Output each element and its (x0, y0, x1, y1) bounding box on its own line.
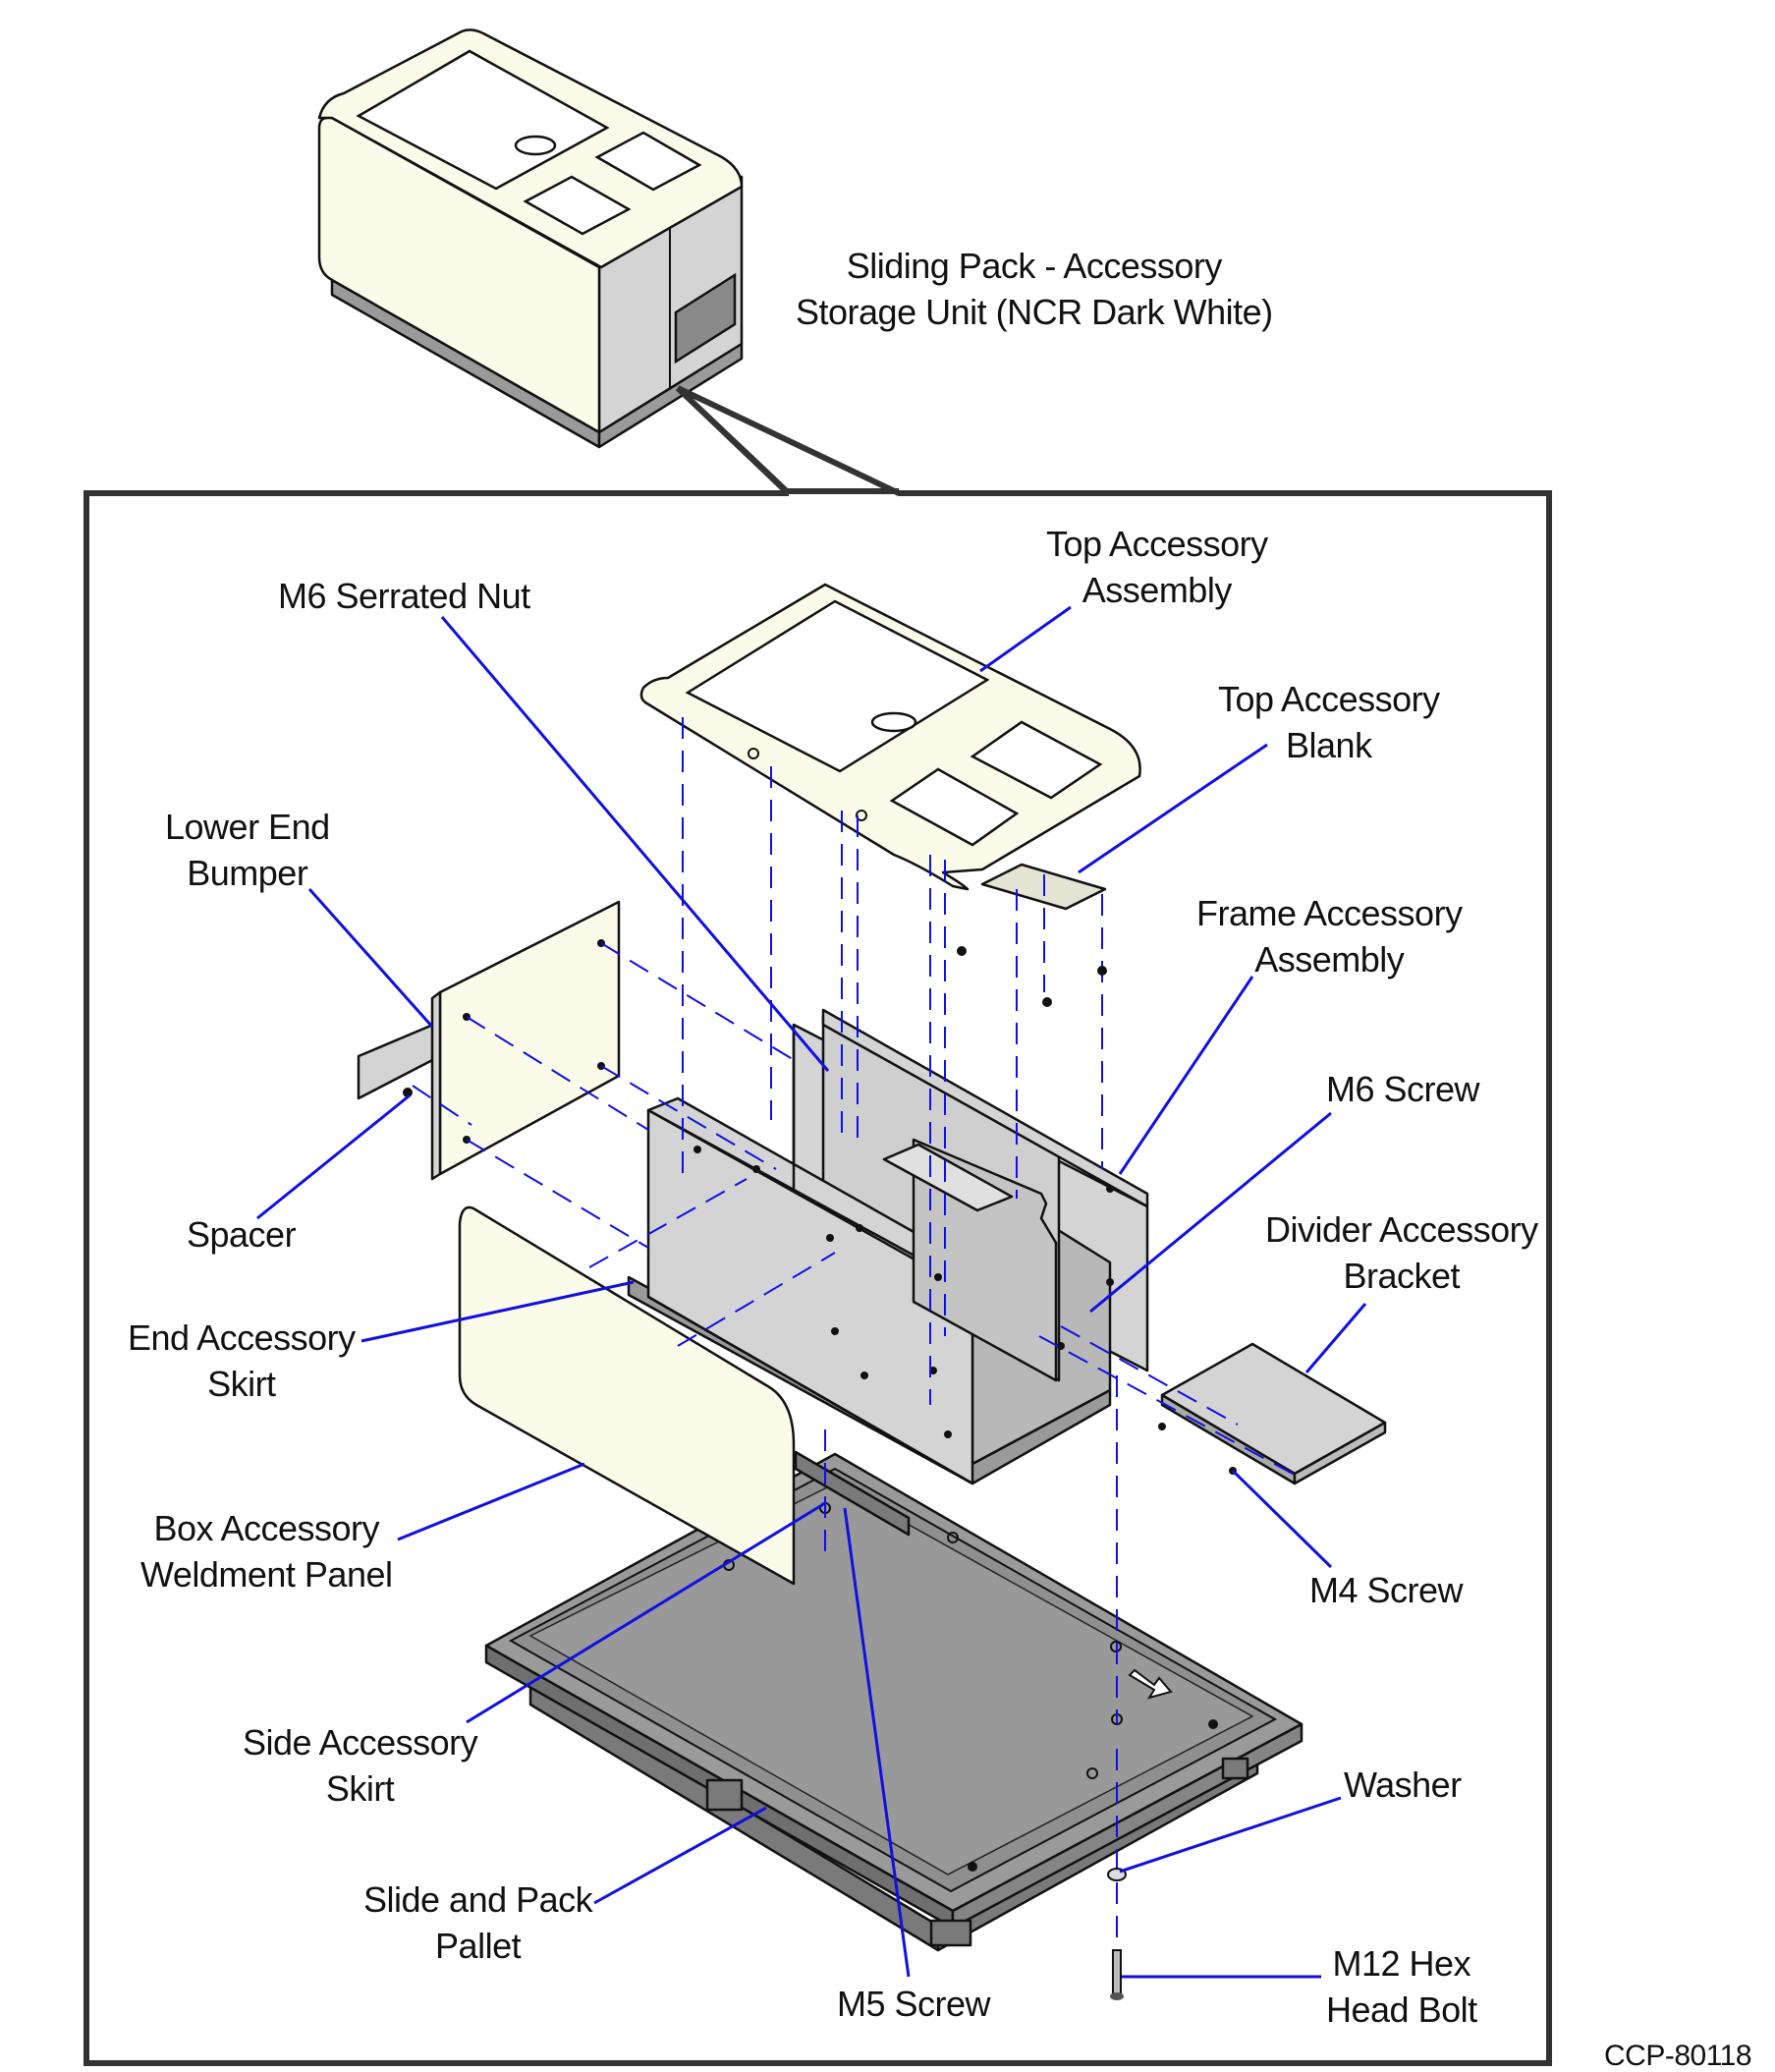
side-accessory-skirt-bar (794, 1450, 911, 1537)
label-m4-screw: M4 Screw (1309, 1567, 1464, 1613)
label-spacer: Spacer (187, 1211, 297, 1258)
label-line: Divider Accessory (1265, 1209, 1538, 1250)
label-line: End Accessory (128, 1317, 356, 1358)
label-m6-screw: M6 Screw (1326, 1066, 1480, 1112)
label-line: Sliding Pack - Accessory (846, 246, 1223, 286)
figure-id-text: CCP-80118 (1604, 2040, 1752, 2072)
label-box-accessory-weldment-panel: Box Accessory Weldment Panel (140, 1505, 393, 1597)
label-line: Top Accessory (1046, 524, 1268, 564)
label-m5-screw: M5 Screw (837, 1981, 991, 2027)
label-line: Blank (1286, 725, 1372, 765)
label-slide-and-pack-pallet: Slide and Pack Pallet (363, 1876, 593, 1969)
label-line: Head Bolt (1326, 1989, 1477, 2030)
label-end-accessory-skirt: End Accessory Skirt (128, 1315, 356, 1407)
label-side-accessory-skirt: Side Accessory Skirt (243, 1719, 478, 1812)
label-line: Bracket (1343, 1256, 1461, 1296)
divider-accessory-bracket (1160, 1342, 1387, 1485)
frame-accessory-assembly (627, 1008, 1149, 1485)
label-line: Bumper (187, 853, 308, 893)
label-m12-hex-head-bolt: M12 Hex Head Bolt (1326, 1940, 1477, 2033)
label-washer: Washer (1344, 1762, 1462, 1808)
label-lower-end-bumper: Lower End Bumper (165, 804, 330, 896)
label-line: Frame Accessory (1196, 893, 1463, 933)
detail-callout-frame (83, 385, 1552, 2066)
label-m6-serrated-nut: M6 Serrated Nut (278, 573, 530, 619)
label-sliding-pack-storage-unit: Sliding Pack - Accessory Storage Unit (N… (796, 243, 1273, 335)
label-line: Skirt (325, 1768, 395, 1809)
label-line: Slide and Pack (363, 1879, 593, 1920)
label-line: M4 Screw (1309, 1570, 1464, 1610)
label-line: M6 Serrated Nut (278, 576, 530, 616)
assembled-unit-overview (317, 28, 899, 496)
label-line: M12 Hex (1332, 1943, 1471, 1984)
figure-id: CCP-80118 (1604, 2040, 1752, 2072)
label-line: Assembly (1254, 939, 1405, 980)
label-line: Top Accessory (1218, 679, 1440, 719)
label-line: Side Accessory (243, 1722, 478, 1763)
label-line: Box Accessory (153, 1508, 380, 1548)
label-top-accessory-blank: Top Accessory Blank (1218, 676, 1440, 768)
label-line: Washer (1344, 1764, 1462, 1805)
label-line: Pallet (435, 1926, 522, 1966)
label-divider-accessory-bracket: Divider Accessory Bracket (1265, 1206, 1538, 1299)
top-accessory-assembly (639, 583, 1141, 911)
m12-hex-head-bolt-shape (1110, 1949, 1124, 2000)
label-top-accessory-assembly: Top Accessory Assembly (1046, 521, 1268, 613)
lower-end-bumper (357, 900, 621, 1181)
label-frame-accessory-assembly: Frame Accessory Assembly (1196, 890, 1463, 982)
label-line: M6 Screw (1326, 1069, 1480, 1109)
label-line: Weldment Panel (140, 1554, 393, 1595)
label-line: M5 Screw (837, 1984, 991, 2024)
label-line: Spacer (187, 1214, 297, 1255)
label-line: Storage Unit (NCR Dark White) (796, 292, 1273, 332)
label-line: Assembly (1082, 570, 1233, 610)
assembly-dashed-lines (403, 717, 1303, 2000)
leader-lines (256, 605, 1367, 1979)
label-line: Lower End (165, 807, 330, 847)
label-line: Skirt (207, 1364, 276, 1404)
